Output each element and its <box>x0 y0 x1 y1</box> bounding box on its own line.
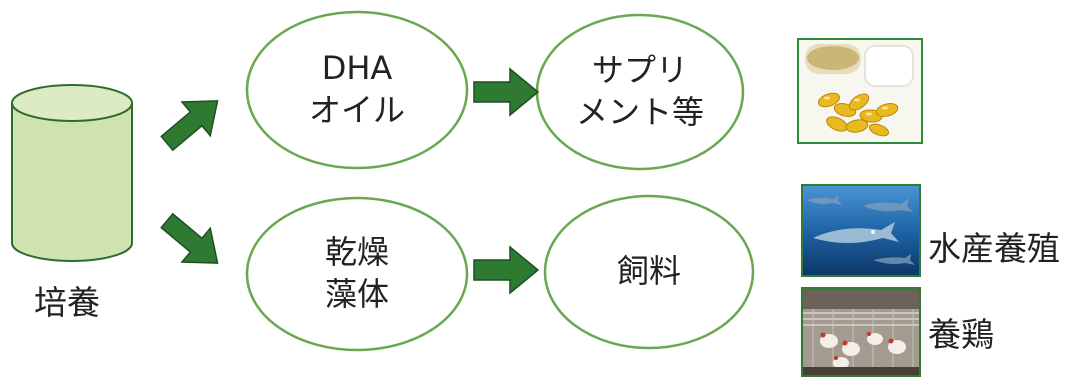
dha-oil-line-1: DHA <box>321 49 393 88</box>
arrow-algae-to-feed <box>473 245 540 295</box>
supplement-line-1: サプリ <box>591 51 688 90</box>
oil-capsules-photo-icon <box>797 38 923 144</box>
feed-node <box>543 194 755 350</box>
culture-label: 培養 <box>34 283 100 322</box>
tuna-fish-photo-icon <box>801 184 921 277</box>
dha-oil-label: DHA オイル <box>257 40 457 140</box>
chicken-cage-photo-icon <box>801 287 921 377</box>
poultry-label: 養鶏 <box>928 315 994 354</box>
supplement-label: サプリ メント等 <box>540 42 740 142</box>
feed-label: 飼料 <box>616 252 681 291</box>
arrow-oil-to-supplement <box>473 67 540 117</box>
oil-capsules-drawing <box>799 40 921 142</box>
chicken-cage-drawing <box>803 289 919 375</box>
dha-oil-node <box>245 10 469 170</box>
aquaculture-label: 水産養殖 <box>928 229 1060 268</box>
dried-algae-label: 乾燥 藻体 <box>257 224 457 324</box>
supplement-line-2: メント等 <box>575 93 704 131</box>
dried-algae-line-2: 藻体 <box>324 275 389 313</box>
dha-oil-line-2: オイル <box>308 91 405 129</box>
tuna-fish-drawing <box>803 186 919 275</box>
culture-tank-cylinder <box>11 84 133 262</box>
arrow-culture-to-algae <box>160 212 219 264</box>
arrow-culture-to-oil <box>160 100 219 152</box>
dried-algae-node <box>245 196 469 352</box>
dried-algae-line-1: 乾燥 <box>324 233 389 272</box>
